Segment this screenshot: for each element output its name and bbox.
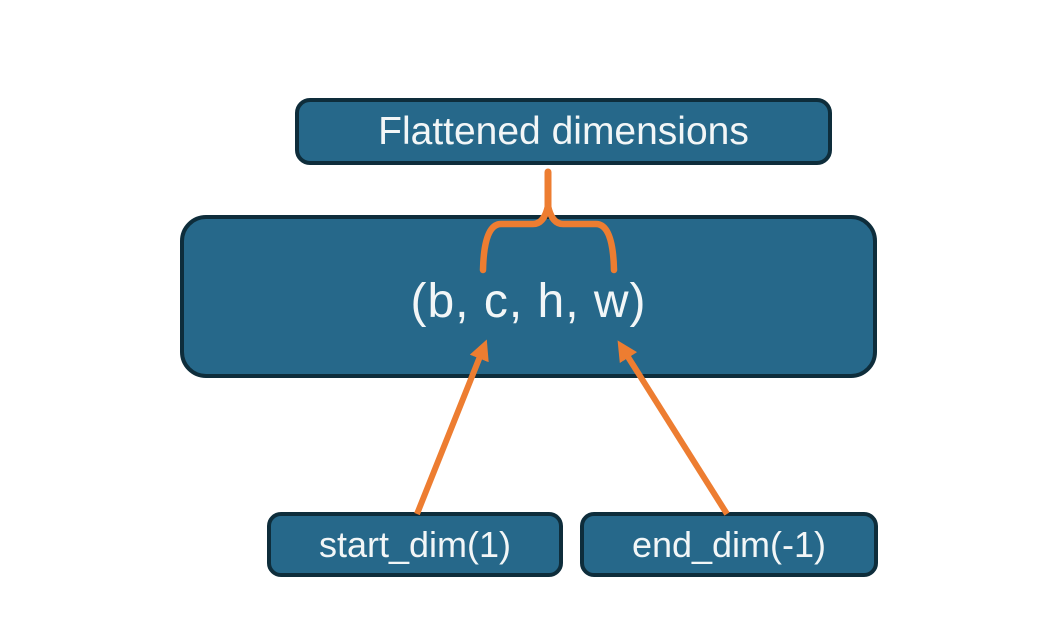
node-end-dim-label: end_dim(-1)	[631, 523, 827, 565]
node-end-dim: end_dim(-1)	[580, 512, 878, 577]
node-tensor-shape: (b, c, h, w)	[180, 215, 877, 378]
node-start-dim: start_dim(1)	[267, 512, 563, 577]
node-start-dim-label: start_dim(1)	[318, 523, 512, 565]
node-flattened-dimensions-label: Flattened dimensions	[378, 110, 749, 153]
node-tensor-shape-label: (b, c, h, w)	[410, 274, 647, 328]
node-flattened-dimensions: Flattened dimensions	[295, 98, 832, 165]
